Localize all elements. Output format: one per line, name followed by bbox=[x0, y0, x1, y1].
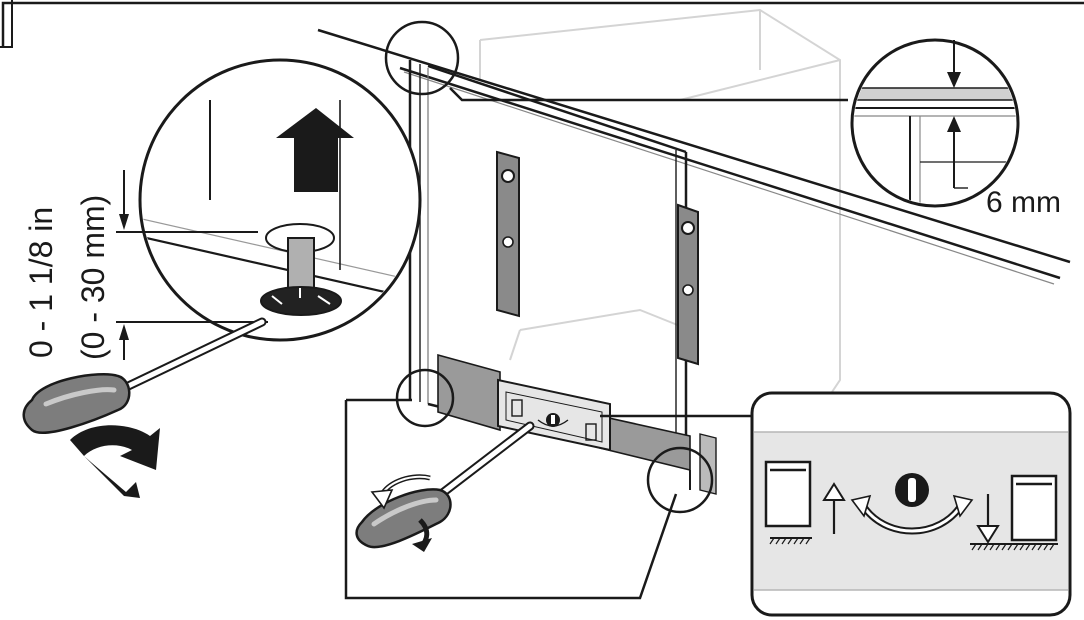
zoom-marker-top bbox=[384, 20, 460, 96]
frame-corner bbox=[0, 0, 13, 48]
gap-label: 6 mm bbox=[986, 186, 1061, 219]
adjustment-label-panel bbox=[750, 391, 1072, 617]
hinge-bracket-left bbox=[496, 150, 520, 318]
adjustment-label-plate bbox=[497, 378, 611, 452]
adjust-screw-icon bbox=[850, 473, 974, 535]
zoom-marker-bottom-right bbox=[646, 446, 714, 514]
hinge-bracket-right bbox=[677, 203, 699, 366]
appliance-base bbox=[437, 353, 717, 495]
zoom-marker-bottom-left bbox=[395, 368, 455, 428]
range-label-imperial: 0 - 1 1/8 in bbox=[23, 207, 59, 358]
rotate-icon bbox=[70, 425, 160, 470]
ghost-cabinet bbox=[479, 8, 841, 396]
range-label-metric: (0 - 30 mm) bbox=[75, 195, 111, 360]
zoom-marker-circles bbox=[384, 20, 714, 514]
frame-border bbox=[1, 1, 1084, 47]
worktop bbox=[317, 28, 1071, 285]
gap-detail-circle bbox=[850, 38, 1020, 208]
leader-lines bbox=[344, 87, 848, 600]
arrow-down-icon bbox=[976, 494, 1000, 544]
appliance-icon bbox=[764, 460, 812, 545]
arrow-up-icon bbox=[822, 482, 846, 534]
arrow-up-icon bbox=[276, 108, 354, 192]
rotate-icon bbox=[370, 474, 432, 552]
foot-detail-circle bbox=[138, 58, 422, 342]
appliance-icon bbox=[970, 474, 1058, 551]
screwdriver-icon bbox=[22, 317, 267, 434]
screwdriver-icon bbox=[355, 421, 535, 549]
